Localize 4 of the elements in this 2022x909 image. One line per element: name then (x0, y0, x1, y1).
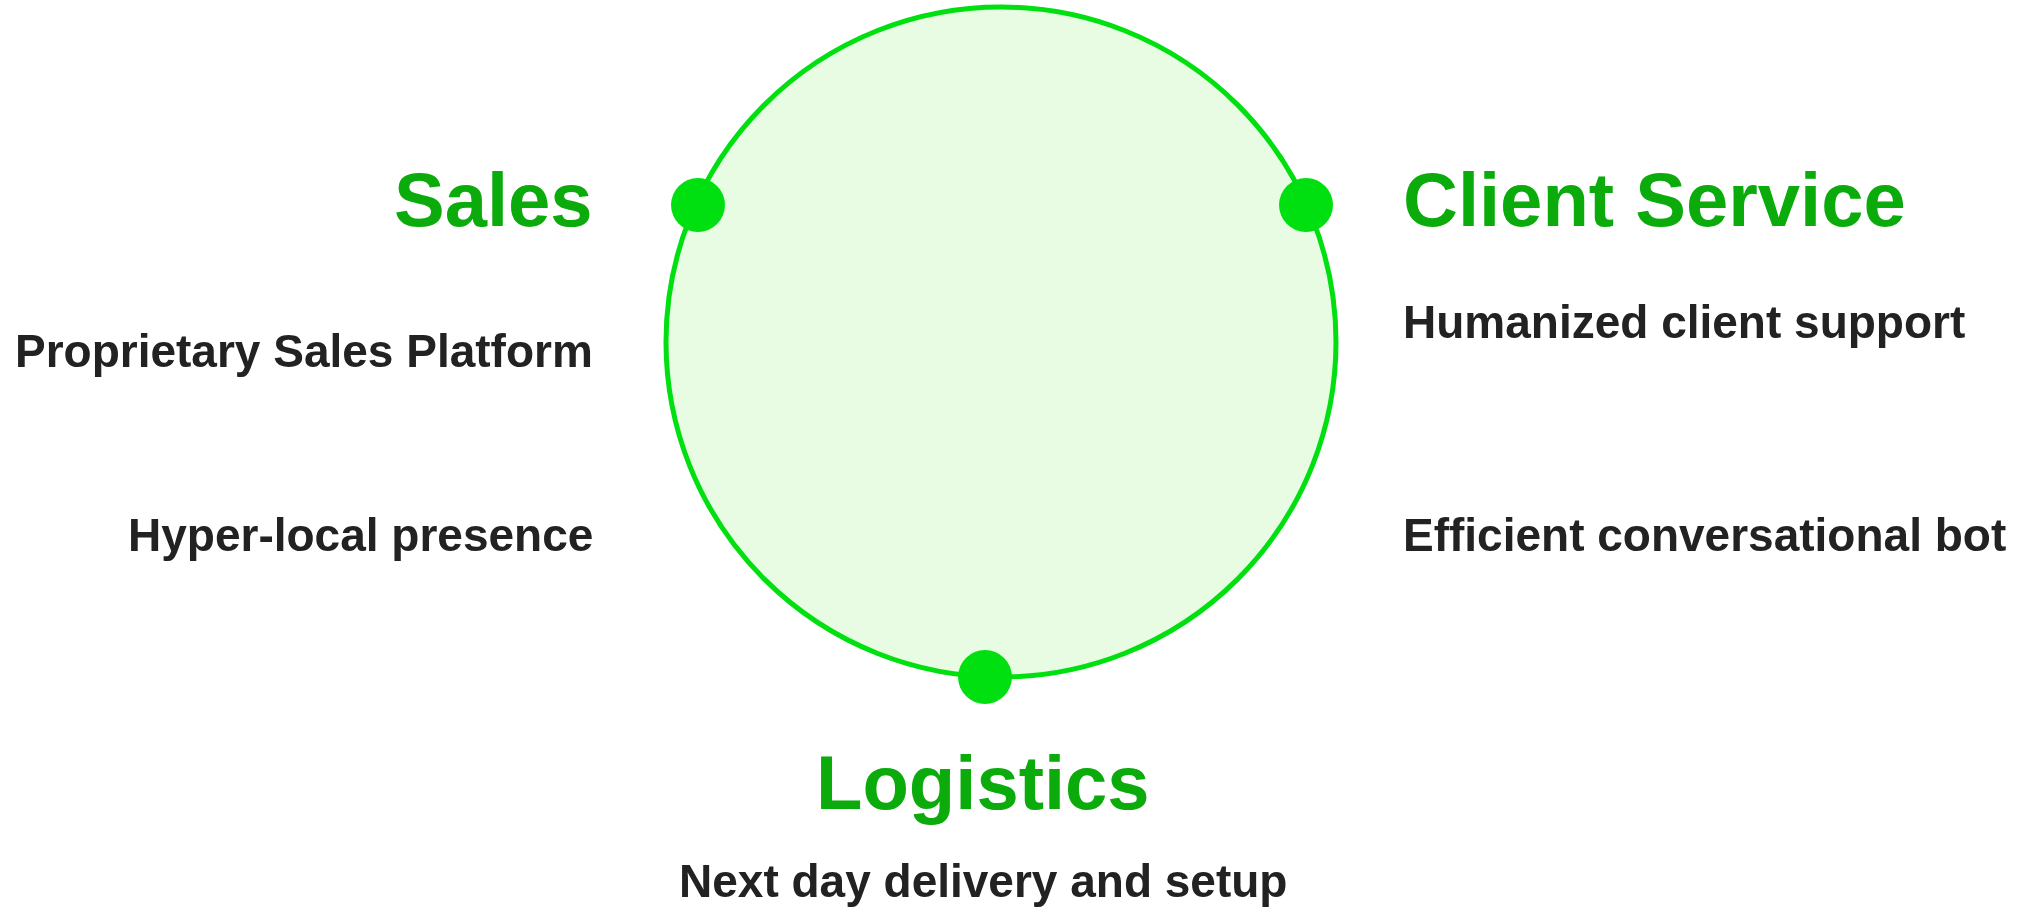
section-heading: Sales (394, 162, 593, 238)
ring-circle (663, 4, 1339, 680)
feature-text: Efficient conversational bot (1403, 512, 2007, 558)
section-heading: Client Service (1403, 162, 1906, 238)
